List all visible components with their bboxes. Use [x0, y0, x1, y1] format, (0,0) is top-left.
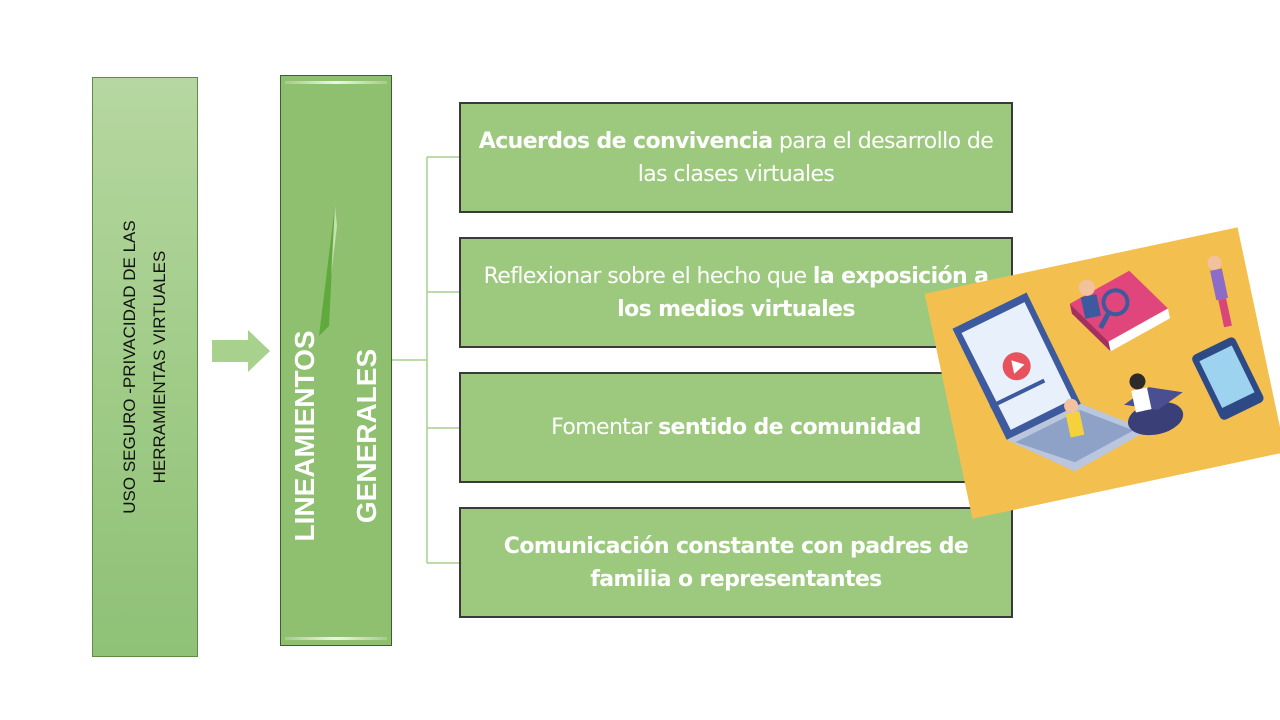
- online-learning-illustration: [924, 227, 1280, 519]
- heading-highlight-bottom: [285, 637, 387, 640]
- item-4-bold: Comunicación constante con padres de fam…: [503, 533, 969, 592]
- item-3-bold-end: sentido de comunidad: [658, 415, 921, 440]
- right-arrow-icon: [212, 330, 270, 372]
- item-text-3: Fomentar sentido de comunidad: [551, 411, 921, 444]
- item-text-4: Comunicación constante con padres de fam…: [469, 530, 1003, 596]
- book-icon: [1069, 270, 1171, 352]
- item-text-1: Acuerdos de convivencia para el desarrol…: [469, 125, 1003, 191]
- item-box-1: Acuerdos de convivencia para el desarrol…: [459, 102, 1013, 213]
- item-1-normal: para el desarrollo de las clases virtual…: [637, 128, 994, 187]
- item-box-4: Comunicación constante con padres de fam…: [459, 507, 1013, 618]
- phone-icon: [1192, 337, 1264, 420]
- item-3-normal: Fomentar: [551, 415, 659, 440]
- heading-box: LINEAMIENTOS GENERALES: [280, 75, 392, 646]
- item-text-2: Reflexionar sobre el hecho que la exposi…: [469, 260, 1003, 326]
- item-box-2: Reflexionar sobre el hecho que la exposi…: [459, 237, 1013, 348]
- topic-panel: USO SEGURO -PRIVACIDAD DE LAS HERRAMIENT…: [92, 77, 198, 657]
- heading-sparkle: [319, 206, 337, 336]
- heading-highlight-top: [285, 81, 387, 84]
- item-2-bold-end: la exposición a los medios virtuales: [617, 263, 989, 322]
- item-2-normal: Reflexionar sobre el hecho que: [483, 263, 813, 289]
- person-figures: [1064, 255, 1232, 438]
- item-1-bold: Acuerdos de convivencia: [478, 128, 773, 154]
- item-box-3: Fomentar sentido de comunidad: [459, 372, 1013, 483]
